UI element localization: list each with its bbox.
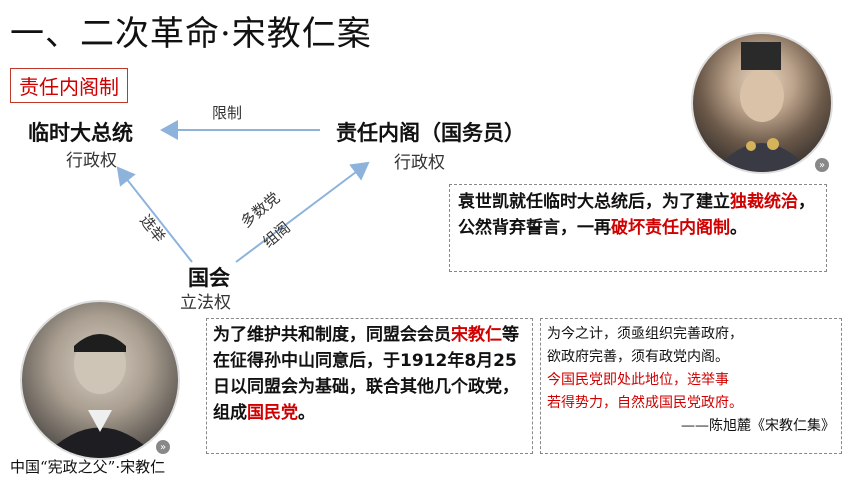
portrait-figure [713,42,811,172]
quote-line-2: 欲政府完善，须有政党内阁。 [547,349,729,365]
quote-box: 为今之计，须亟组织完善政府， 欲政府完善，须有政党内阁。 今国民党即处此地位，选… [540,318,842,454]
quote-line-4: 若得势力，自然成国民党政府。 [547,395,743,411]
parliament-power: 立法权 [180,293,231,313]
topic-tag: 责任内阁制 [10,68,128,103]
song-jiaoren-portrait [20,300,180,460]
restrict-label: 限制 [212,104,243,122]
song-box: 为了维护共和制度，同盟会会员宋教仁等在征得孙中山同意后，于1912年8月25日以… [206,318,533,454]
president-power: 行政权 [66,151,117,171]
cabinet-node: 责任内阁（国务员） [336,121,525,145]
parliament-node: 国会 [188,266,230,290]
yuan-box: 袁世凯就任临时大总统后，为了建立独裁统治，公然背弃誓言，一再破坏责任内阁制。 [449,184,827,272]
more-icon-2[interactable]: » [156,440,170,454]
yuan-text: 袁世凯就任临时大总统后，为了建立独裁统治，公然背弃誓言，一再破坏责任内阁制。 [458,192,815,238]
quote-line-3: 今国民党即处此地位，选举事 [547,372,729,388]
quote-source: ——陈旭麓《宋教仁集》 [681,418,835,434]
page-title: 一、二次革命·宋教仁案 [10,14,372,54]
diagram-arrows [116,120,370,263]
president-node: 临时大总统 [28,121,133,145]
elect-arrow [116,166,193,263]
portrait-figure-2 [42,334,158,458]
quote-line-1: 为今之计，须亟组织完善政府， [547,326,743,342]
more-icon[interactable]: » [815,158,829,172]
portrait-caption: 中国“宪政之父”·宋教仁 [10,458,166,476]
cabinet-power: 行政权 [394,153,445,173]
song-text: 为了维护共和制度，同盟会会员宋教仁等在征得孙中山同意后，于1912年8月25日以… [213,325,519,423]
majority-arrow [235,161,370,263]
yuan-shikai-portrait [691,32,833,174]
